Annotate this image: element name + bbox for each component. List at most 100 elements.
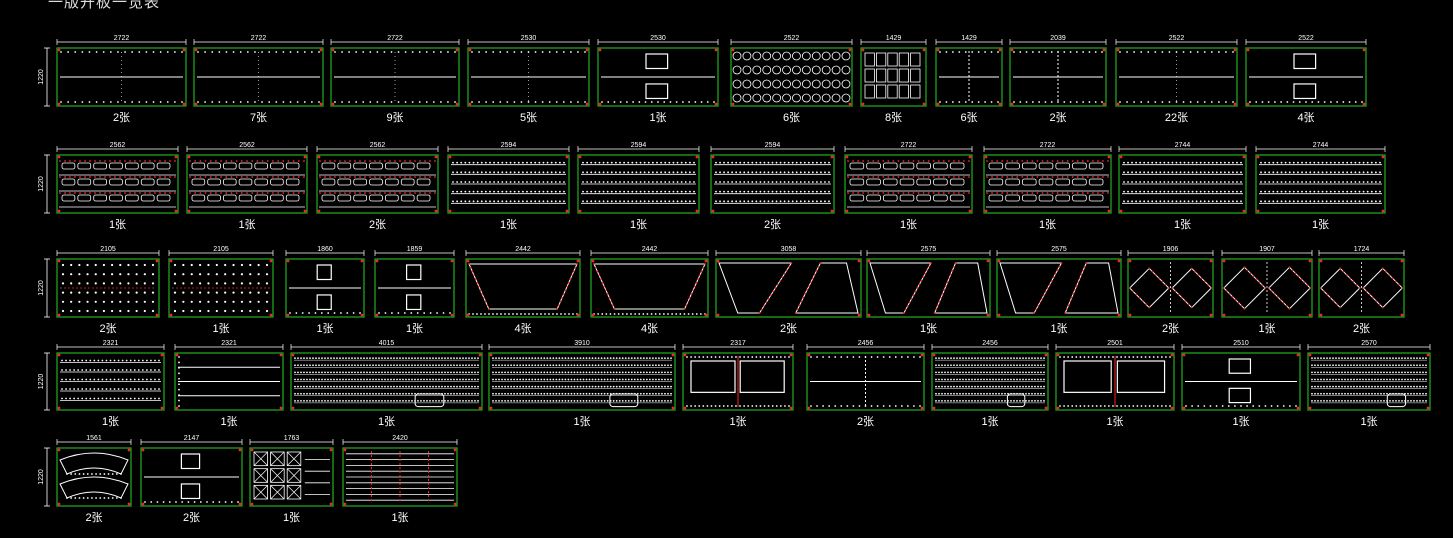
width-label: 1429 — [886, 35, 902, 42]
width-label: 1907 — [1259, 246, 1275, 253]
sheet-count-label: 1张 — [220, 415, 237, 428]
cut-pattern — [468, 263, 578, 315]
width-label: 2321 — [221, 340, 237, 347]
sheet-count-label: 1张 — [1360, 415, 1377, 428]
sheet-count-label: 2张 — [369, 218, 386, 231]
cut-pattern — [1311, 357, 1427, 408]
sheet-count-label: 1张 — [920, 322, 937, 335]
height-dimension: 1220 — [38, 447, 50, 507]
width-label: 1561 — [86, 435, 102, 442]
cut-pattern — [1222, 262, 1312, 314]
cut-pattern — [1259, 161, 1382, 204]
cut-pattern — [253, 451, 330, 500]
width-label: 2321 — [103, 340, 119, 347]
width-label: 2442 — [515, 246, 531, 253]
sheet-count-label: 2张 — [857, 415, 874, 428]
width-label: 2562 — [239, 142, 255, 149]
width-label: 2442 — [642, 246, 658, 253]
cut-pattern — [686, 356, 790, 407]
cut-pattern — [451, 161, 566, 204]
sheet-count-label: 4张 — [514, 322, 531, 335]
height-dimension: 1220 — [38, 352, 50, 411]
sheet-count-label: 22张 — [1165, 111, 1188, 124]
width-label: 2594 — [631, 142, 647, 149]
cut-pattern — [378, 264, 451, 314]
sheet-panel: 2442 4张 — [465, 246, 581, 335]
width-label: 2722 — [251, 35, 267, 42]
sheet-count-label: 6张 — [960, 111, 977, 124]
sheet-outline — [866, 258, 991, 318]
width-label: 2456 — [858, 340, 874, 347]
sheet-count-label: 1张 — [283, 511, 300, 524]
cut-pattern — [197, 51, 320, 103]
cut-pattern — [319, 160, 436, 208]
cut-pattern — [492, 357, 672, 408]
width-label: 2562 — [370, 142, 386, 149]
sheet-panel: 1561 2张 — [56, 435, 132, 524]
sheet-count-label: 9张 — [386, 111, 403, 124]
sheet-count-label: 2张 — [85, 511, 102, 524]
sheet-panel: 2501 1张 — [1055, 340, 1175, 428]
sheet-count-label: 1张 — [630, 218, 647, 231]
panel-row-3: 122021052张21051张18601张18591张24424张24424张… — [38, 246, 1405, 335]
cut-pattern — [1319, 262, 1404, 314]
width-label: 2456 — [982, 340, 998, 347]
sheet-panel: 2456 2张 — [806, 340, 925, 428]
width-label: 4015 — [379, 340, 395, 347]
sheet-panel: 2321 1张 — [174, 340, 284, 428]
width-label: 1906 — [1163, 246, 1179, 253]
sheet-outline — [186, 154, 308, 214]
sheet-count-label: 6张 — [783, 111, 800, 124]
sheet-count-label: 4张 — [1297, 111, 1314, 124]
cut-pattern — [935, 357, 1045, 408]
sheet-count-label: 1张 — [109, 218, 126, 231]
sheet-count-label: 2张 — [780, 322, 797, 335]
cut-pattern — [60, 263, 156, 313]
width-label: 2420 — [392, 435, 408, 442]
sheet-outline — [56, 154, 179, 214]
sheet-count-label: 5张 — [520, 111, 537, 124]
width-label: 2562 — [110, 142, 126, 149]
sheet-outline — [996, 258, 1122, 318]
sheet-count-label: 1张 — [729, 415, 746, 428]
sheet-count-label: 8张 — [885, 111, 902, 124]
sheet-count-label: 1张 — [500, 218, 517, 231]
width-label: 2501 — [1107, 340, 1123, 347]
width-label: 2039 — [1050, 35, 1066, 42]
cut-pattern — [869, 262, 988, 314]
sheet-count-label: 1张 — [378, 415, 395, 428]
sheet-panel: 2530 5张 — [467, 35, 590, 124]
sheet-count-label: 1张 — [406, 322, 423, 335]
sheet-count-label: 1张 — [1106, 415, 1123, 428]
height-dimension: 1220 — [38, 47, 50, 107]
panel-row-2: 122025621张25621张25622张25941张25941张25942张… — [38, 142, 1386, 231]
cut-pattern — [864, 52, 921, 99]
sheet-count-label: 2张 — [1353, 322, 1370, 335]
cut-pattern — [986, 160, 1109, 208]
cut-pattern — [714, 161, 831, 204]
width-label: 2530 — [521, 35, 537, 42]
sheet-count-label: 1张 — [102, 415, 119, 428]
sheet-count-label: 1张 — [900, 218, 917, 231]
width-label: 2522 — [784, 35, 800, 42]
